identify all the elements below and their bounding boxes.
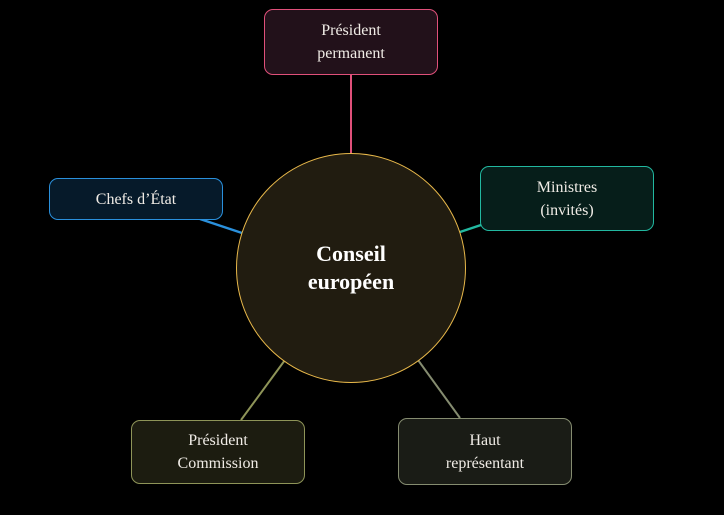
node-president-commission: Président Commission: [131, 420, 305, 484]
connector-bottom-left: [240, 359, 286, 421]
connector-right: [459, 223, 482, 234]
node-label: représentant: [445, 454, 525, 472]
connector-left: [199, 217, 243, 235]
node-president-permanent: Président permanent: [264, 9, 438, 75]
node-label: Commission: [177, 455, 259, 472]
node-label: Chefs d’État: [95, 190, 177, 208]
node-ministres: Ministres (invités): [480, 166, 654, 231]
node-label: (invités): [540, 201, 594, 219]
node-chefs-etat: Chefs d’État: [49, 178, 223, 220]
node-label: Président: [321, 22, 381, 39]
node-label: Ministres: [536, 178, 598, 196]
node-haut-representant: Haut représentant: [398, 418, 572, 485]
central-node-conseil-europeen: Conseil européen: [236, 153, 466, 383]
connector-bottom-right: [417, 359, 461, 419]
center-label-line2: européen: [307, 269, 395, 294]
node-label: Président: [188, 432, 248, 449]
center-label-line1: Conseil: [316, 241, 386, 266]
node-label: Haut: [469, 431, 501, 449]
node-label: permanent: [317, 45, 385, 62]
